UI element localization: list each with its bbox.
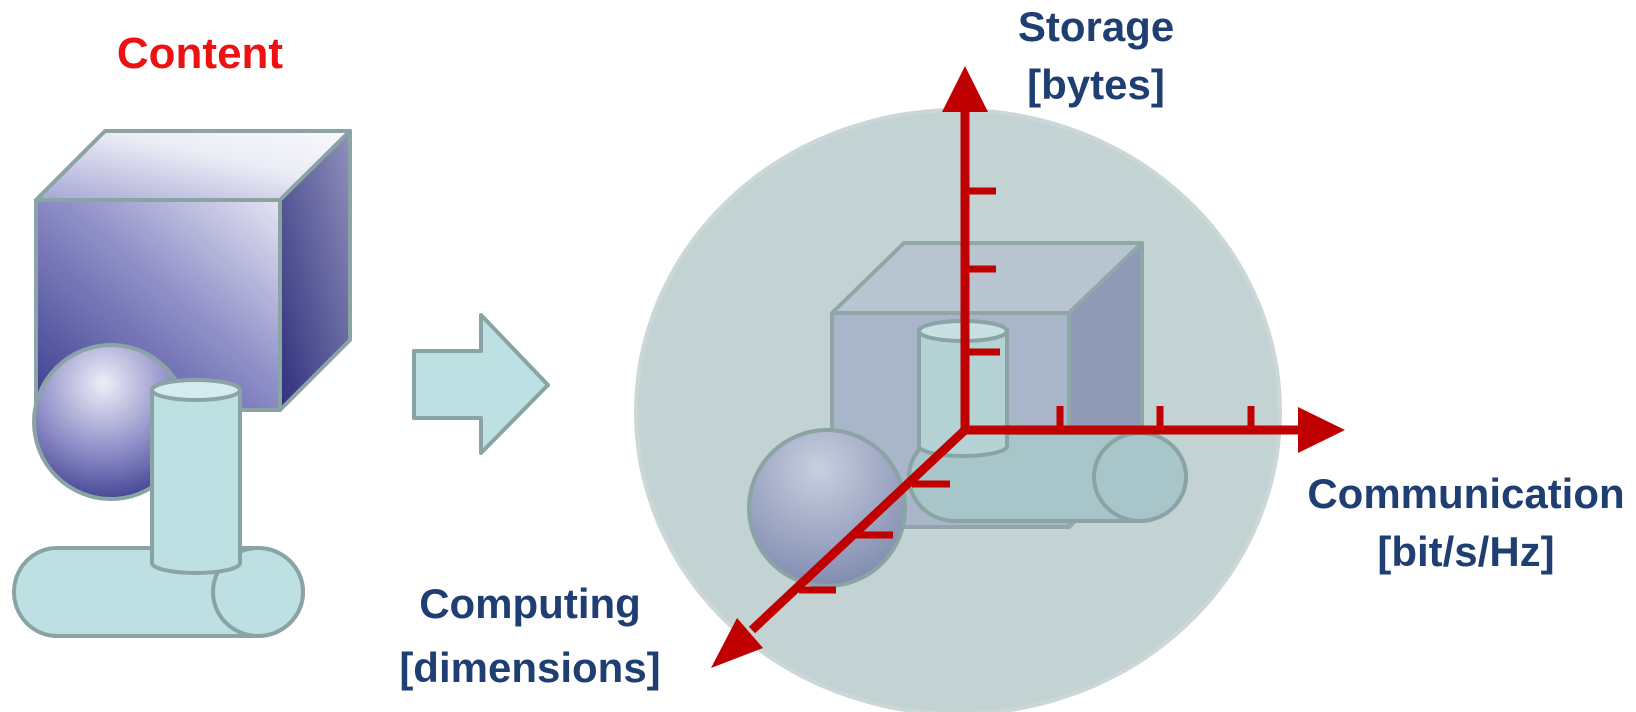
axis-arrowheads [711, 66, 1345, 668]
axis-labels: Storage [bytes] Communication [bit/s/Hz]… [399, 3, 1624, 691]
storage-label-line2: [bytes] [1027, 61, 1165, 108]
computing-label-line2: [dimensions] [399, 644, 660, 691]
computing-arrowhead-icon [711, 618, 763, 668]
axis-ticks [799, 187, 1255, 594]
computing-axis [748, 426, 969, 634]
computing-label-line1: Computing [419, 580, 641, 627]
communication-arrowhead-icon [1298, 407, 1345, 453]
transform-arrow-icon [412, 313, 550, 455]
storage-arrowhead-icon [942, 66, 988, 112]
content-label: Content [117, 29, 284, 78]
storage-label-line1: Storage [1018, 3, 1174, 50]
faded-sphere [747, 428, 907, 588]
content-vertical-cylinder [150, 378, 242, 575]
space-representation: Storage [bytes] Communication [bit/s/Hz]… [399, 3, 1625, 712]
communication-label-line2: [bit/s/Hz] [1377, 528, 1554, 575]
communication-label-line1: Communication [1307, 470, 1624, 517]
content-objects: Content [12, 29, 352, 638]
